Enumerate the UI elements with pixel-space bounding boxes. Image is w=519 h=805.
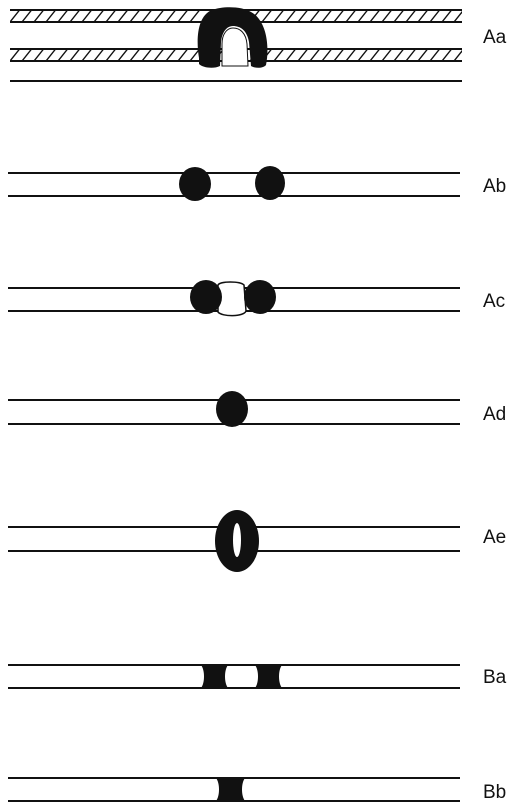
hatch-mark	[105, 49, 117, 61]
hatch-mark	[81, 10, 93, 22]
hatch-mark	[93, 49, 105, 61]
hatch-mark	[369, 49, 381, 61]
hatch-mark	[165, 10, 177, 22]
hatch-mark	[345, 10, 357, 22]
fusion-arch-gap	[221, 27, 249, 67]
hatch-mark	[285, 49, 297, 61]
panel-ae-drawing	[8, 510, 460, 572]
open-pore	[217, 281, 247, 317]
hatch-mark	[393, 10, 405, 22]
hatch-mark	[33, 49, 45, 61]
hatch-mark	[273, 10, 285, 22]
hatch-mark	[297, 10, 309, 22]
hatch-mark	[441, 49, 453, 61]
left-dark-blob	[179, 167, 211, 201]
hatch-mark	[333, 10, 345, 22]
ring-slit	[233, 523, 241, 557]
left-dark-blob	[190, 280, 222, 314]
hatch-mark	[393, 49, 405, 61]
hatch-mark	[333, 49, 345, 61]
hatch-mark	[261, 10, 273, 22]
hatch-mark	[417, 49, 429, 61]
panel-label-ae: Ae	[483, 527, 507, 548]
hatch-mark	[33, 10, 45, 22]
hatch-marks-top	[10, 10, 500, 22]
panel-label-aa: Aa	[483, 27, 507, 48]
hatch-mark	[429, 10, 441, 22]
hatch-mark	[369, 10, 381, 22]
left-junction-block	[201, 665, 228, 688]
right-junction-block	[255, 665, 282, 688]
hatch-mark	[357, 49, 369, 61]
hatch-mark	[309, 10, 321, 22]
hatch-mark	[45, 49, 57, 61]
panel-label-ba: Ba	[483, 667, 507, 688]
hatch-mark	[57, 10, 69, 22]
hatch-mark	[466, 49, 476, 61]
hatch-mark	[165, 49, 177, 61]
hatch-mark	[153, 49, 165, 61]
fusion-arch-blob	[197, 7, 268, 68]
panel-ac-drawing	[8, 280, 460, 317]
hatch-mark	[129, 49, 141, 61]
hatch-mark	[321, 49, 333, 61]
hatch-mark	[273, 49, 285, 61]
hatch-mark	[129, 10, 141, 22]
hatch-mark	[117, 49, 129, 61]
panel-label-ac: Ac	[483, 291, 506, 312]
hatch-mark	[117, 10, 129, 22]
right-dark-blob	[244, 280, 276, 314]
hatch-mark	[285, 10, 297, 22]
hatch-mark	[357, 10, 369, 22]
hatch-mark	[490, 10, 500, 22]
hatch-mark	[21, 49, 33, 61]
hatch-mark	[189, 49, 201, 61]
panel-aa-drawing	[10, 7, 500, 82]
hatch-mark	[153, 10, 165, 22]
hatch-mark	[10, 10, 21, 22]
hatch-mark	[69, 49, 81, 61]
hatch-mark	[141, 10, 153, 22]
hatch-mark	[81, 49, 93, 61]
hatch-mark	[10, 49, 21, 61]
panel-ad-drawing	[8, 391, 460, 427]
hatch-mark	[417, 10, 429, 22]
hatch-mark	[69, 10, 81, 22]
single-junction-block	[216, 778, 245, 801]
hatch-mark	[309, 49, 321, 61]
hatch-mark	[381, 10, 393, 22]
hatch-mark	[478, 10, 488, 22]
hatch-mark	[405, 10, 417, 22]
hatch-mark	[453, 10, 462, 22]
panel-label-ab: Ab	[483, 176, 507, 197]
panel-label-ad: Ad	[483, 404, 507, 425]
panel-label-bb: Bb	[483, 782, 507, 803]
hatch-mark	[321, 10, 333, 22]
single-dark-blob	[216, 391, 248, 427]
hatch-mark	[93, 10, 105, 22]
panel-ab-drawing	[8, 166, 460, 201]
hatch-mark	[105, 10, 117, 22]
hatch-mark	[45, 10, 57, 22]
hatch-mark	[405, 49, 417, 61]
hatch-mark	[141, 49, 153, 61]
hatch-mark	[297, 49, 309, 61]
right-dark-blob	[255, 166, 285, 200]
hatch-mark	[57, 49, 69, 61]
hatch-mark	[177, 10, 189, 22]
hatch-mark	[466, 10, 476, 22]
hatch-mark	[490, 49, 500, 61]
hatch-mark	[441, 10, 453, 22]
panel-ba-drawing	[8, 664, 460, 689]
hatch-mark	[478, 49, 488, 61]
hatch-mark	[21, 10, 33, 22]
hatch-mark	[453, 49, 462, 61]
panel-bb-drawing	[8, 777, 460, 802]
hatch-mark	[345, 49, 357, 61]
hatch-mark	[177, 49, 189, 61]
hatch-mark	[429, 49, 441, 61]
hatch-mark	[381, 49, 393, 61]
hatch-mark	[189, 10, 201, 22]
